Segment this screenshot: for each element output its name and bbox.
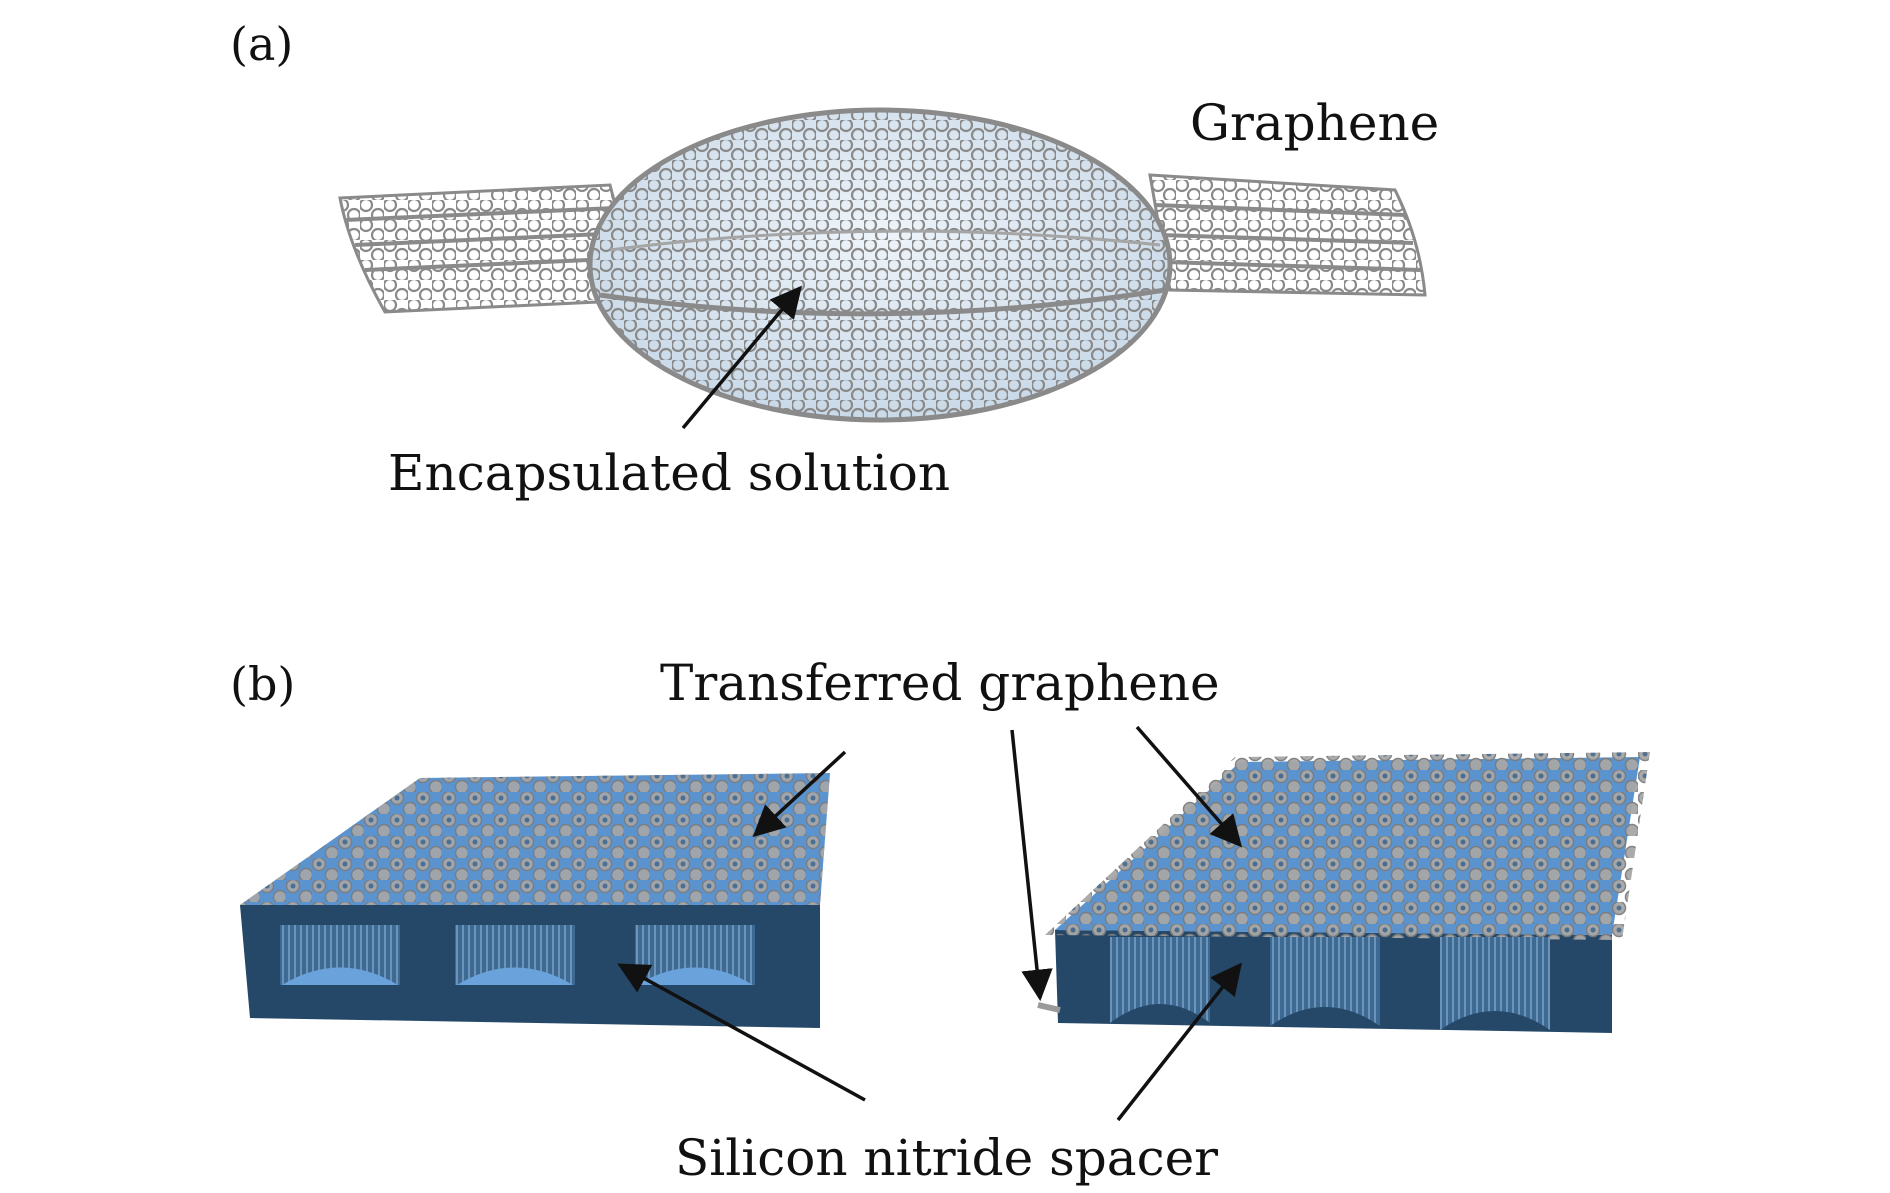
panel-b: (b) Transferred graphene (230, 654, 1650, 1187)
spacer-arrow-left (617, 963, 866, 1102)
graphene-arrow-right (1135, 725, 1243, 848)
silicon-nitride-spacer-label: Silicon nitride spacer (675, 1129, 1218, 1187)
graphene-arrow-middle (1010, 729, 1053, 1002)
graphene-label: Graphene (1190, 94, 1439, 152)
cavity-3 (1440, 937, 1550, 1030)
left-block-cavities (280, 925, 755, 985)
right-block-cavities (1110, 937, 1550, 1030)
panel-a: (a) Graphene Encapsulated solution (230, 17, 1439, 502)
panel-b-tag: (b) (230, 657, 295, 711)
spacer-arrow-right (1116, 962, 1242, 1122)
graphene-edge (1037, 1002, 1061, 1013)
cavity-2 (1270, 937, 1380, 1026)
panel-a-tag: (a) (230, 17, 293, 71)
left-spacer-block (240, 773, 830, 1028)
encapsulated-solution-label: Encapsulated solution (388, 444, 950, 502)
cavity-1 (1110, 937, 1210, 1023)
graphene-arrow-left (752, 750, 847, 838)
graphene-left-wing (338, 183, 642, 314)
transferred-graphene-label: Transferred graphene (660, 654, 1220, 712)
left-block-graphene (240, 773, 830, 905)
solution-arrow (681, 285, 803, 430)
right-spacer-block (1037, 752, 1650, 1033)
right-block-graphene (1045, 752, 1650, 940)
graphene-bubble (587, 107, 1173, 423)
graphene-right-wing (1148, 173, 1427, 297)
